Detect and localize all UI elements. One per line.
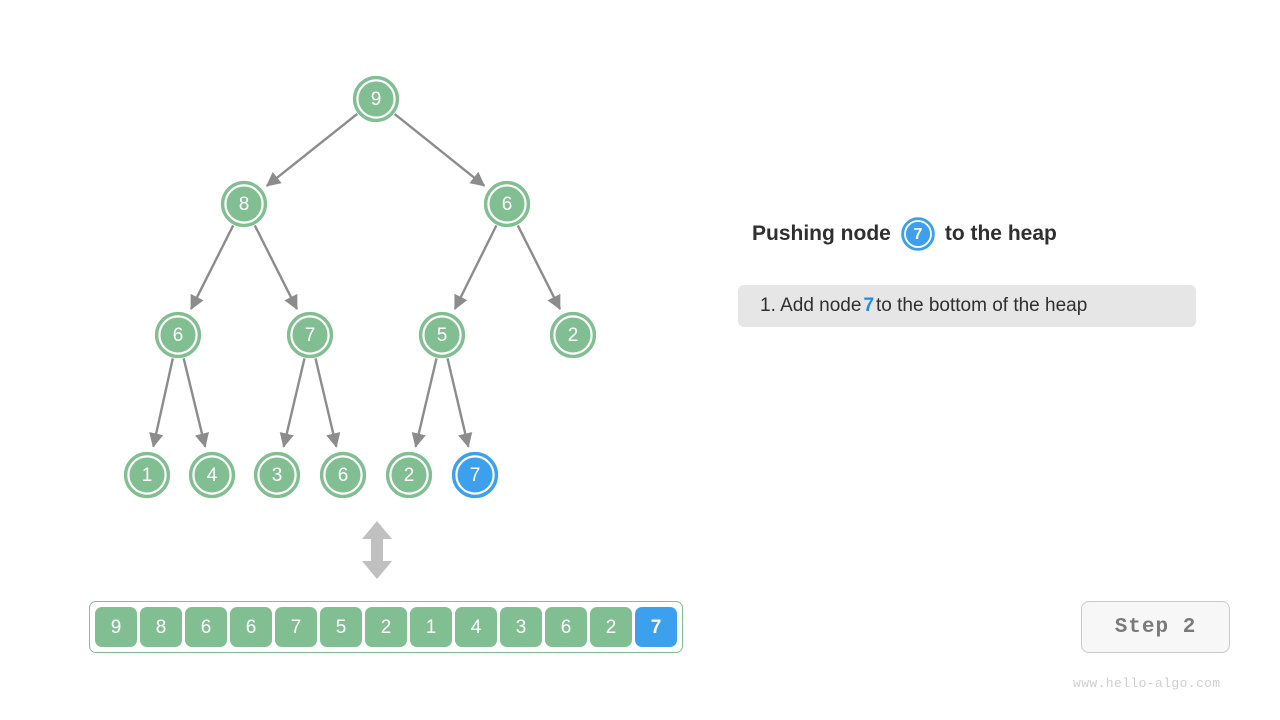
tree-node[interactable]: 7 (286, 311, 334, 359)
tree-node[interactable]: 3 (253, 451, 301, 499)
array-cell[interactable]: 3 (500, 607, 542, 647)
tree-node-ring (455, 455, 495, 495)
tree-edge (453, 224, 498, 310)
up-down-arrow-icon (362, 521, 392, 579)
array-cell[interactable]: 2 (590, 607, 632, 647)
array-cell[interactable]: 1 (410, 607, 452, 647)
tree-node-ring (323, 455, 363, 495)
tree-edge (265, 113, 358, 187)
tree-node-circle (154, 311, 202, 359)
tree-node-circle (253, 451, 301, 499)
array-cell[interactable]: 7 (275, 607, 317, 647)
tree-node-ring (389, 455, 429, 495)
tree-node[interactable]: 6 (154, 311, 202, 359)
tree-edge (149, 358, 174, 448)
array-cell[interactable]: 6 (545, 607, 587, 647)
tree-node-circle (123, 451, 171, 499)
tree-node[interactable]: 8 (220, 180, 268, 228)
tree-node-label: 8 (239, 194, 250, 215)
array-cell[interactable]: 5 (320, 607, 362, 647)
tree-node-ring (192, 455, 232, 495)
operation-title: Pushing node 7 to the heap (752, 217, 1057, 251)
array-cell[interactable]: 2 (365, 607, 407, 647)
tree-node-circle (418, 311, 466, 359)
array-cell[interactable]: 4 (455, 607, 497, 647)
step-description-suffix: to the bottom of the heap (876, 295, 1088, 316)
tree-node[interactable]: 5 (418, 311, 466, 359)
tree-node-ring (257, 455, 297, 495)
tree-node-circle (451, 451, 499, 499)
tree-node[interactable]: 2 (385, 451, 433, 499)
step-description-value: 7 (863, 295, 875, 316)
tree-node-circle (220, 180, 268, 228)
pushed-value-badge: 7 (901, 217, 935, 251)
tree-node-ring (127, 455, 167, 495)
tree-node-ring (158, 315, 198, 355)
tree-edge (393, 113, 486, 187)
tree-node-circle (483, 180, 531, 228)
tree-edge (253, 224, 299, 310)
tree-node-label: 7 (305, 325, 316, 346)
tree-node[interactable]: 6 (319, 451, 367, 499)
tree-edge (279, 358, 306, 448)
array-cell[interactable]: 8 (140, 607, 182, 647)
tree-node-ring (356, 79, 396, 119)
tree-node-ring (422, 315, 462, 355)
tree-node[interactable]: 1 (123, 451, 171, 499)
tree-node-label: 9 (371, 89, 382, 110)
array-cell[interactable]: 9 (95, 607, 137, 647)
tree-edge (314, 358, 341, 448)
tree-node-label: 1 (142, 465, 153, 486)
heap-tree: 9 8 6 6 7 5 2 1 4 3 6 2 7 (123, 75, 597, 499)
tree-edge (189, 224, 235, 310)
site-watermark: www.hello-algo.com (1073, 676, 1221, 691)
tree-node[interactable]: 2 (549, 311, 597, 359)
tree-node-circle (352, 75, 400, 123)
tree-node-circle (188, 451, 236, 499)
tree-nodes: 9 8 6 6 7 5 2 1 4 3 6 2 7 (123, 75, 597, 499)
tree-node-ring (224, 184, 264, 224)
tree-node-circle (549, 311, 597, 359)
tree-node-label: 6 (338, 465, 349, 486)
step-counter-label: Step 2 (1114, 615, 1197, 639)
tree-node-ring (290, 315, 330, 355)
operation-title-suffix: to the heap (944, 222, 1057, 245)
tree-node-label: 7 (470, 465, 481, 486)
tree-node-label: 2 (568, 325, 579, 346)
step-description-prefix: 1. Add node (760, 295, 862, 316)
tree-edge (516, 224, 562, 310)
operation-title-prefix: Pushing node (752, 222, 891, 245)
tree-node-ring (487, 184, 527, 224)
tree-node-circle (286, 311, 334, 359)
tree-node[interactable]: 9 (352, 75, 400, 123)
tree-node-label: 2 (404, 465, 415, 486)
tree-edge (182, 358, 209, 448)
tree-node-label: 5 (437, 325, 448, 346)
tree-node-label: 6 (173, 325, 184, 346)
step-description: 1. Add node 7 to the bottom of the heap (738, 285, 1196, 327)
tree-node-label: 3 (272, 465, 283, 486)
array-cell[interactable]: 6 (185, 607, 227, 647)
tree-node-ring (553, 315, 593, 355)
tree-edge (446, 358, 473, 448)
watermark-text: www.hello-algo.com (1073, 676, 1221, 691)
array-cell[interactable]: 6 (230, 607, 272, 647)
tree-node[interactable]: 4 (188, 451, 236, 499)
tree-node-label: 4 (207, 465, 218, 486)
tree-node[interactable]: 7 (451, 451, 499, 499)
tree-node-circle (319, 451, 367, 499)
svg-text:7: 7 (913, 226, 922, 243)
step-counter-badge: Step 2 (1081, 601, 1230, 653)
tree-node-label: 6 (502, 194, 513, 215)
tree-edge (411, 358, 438, 448)
tree-node[interactable]: 6 (483, 180, 531, 228)
tree-edges (149, 113, 562, 448)
tree-node-circle (385, 451, 433, 499)
array-cell[interactable]: 7 (635, 607, 677, 647)
